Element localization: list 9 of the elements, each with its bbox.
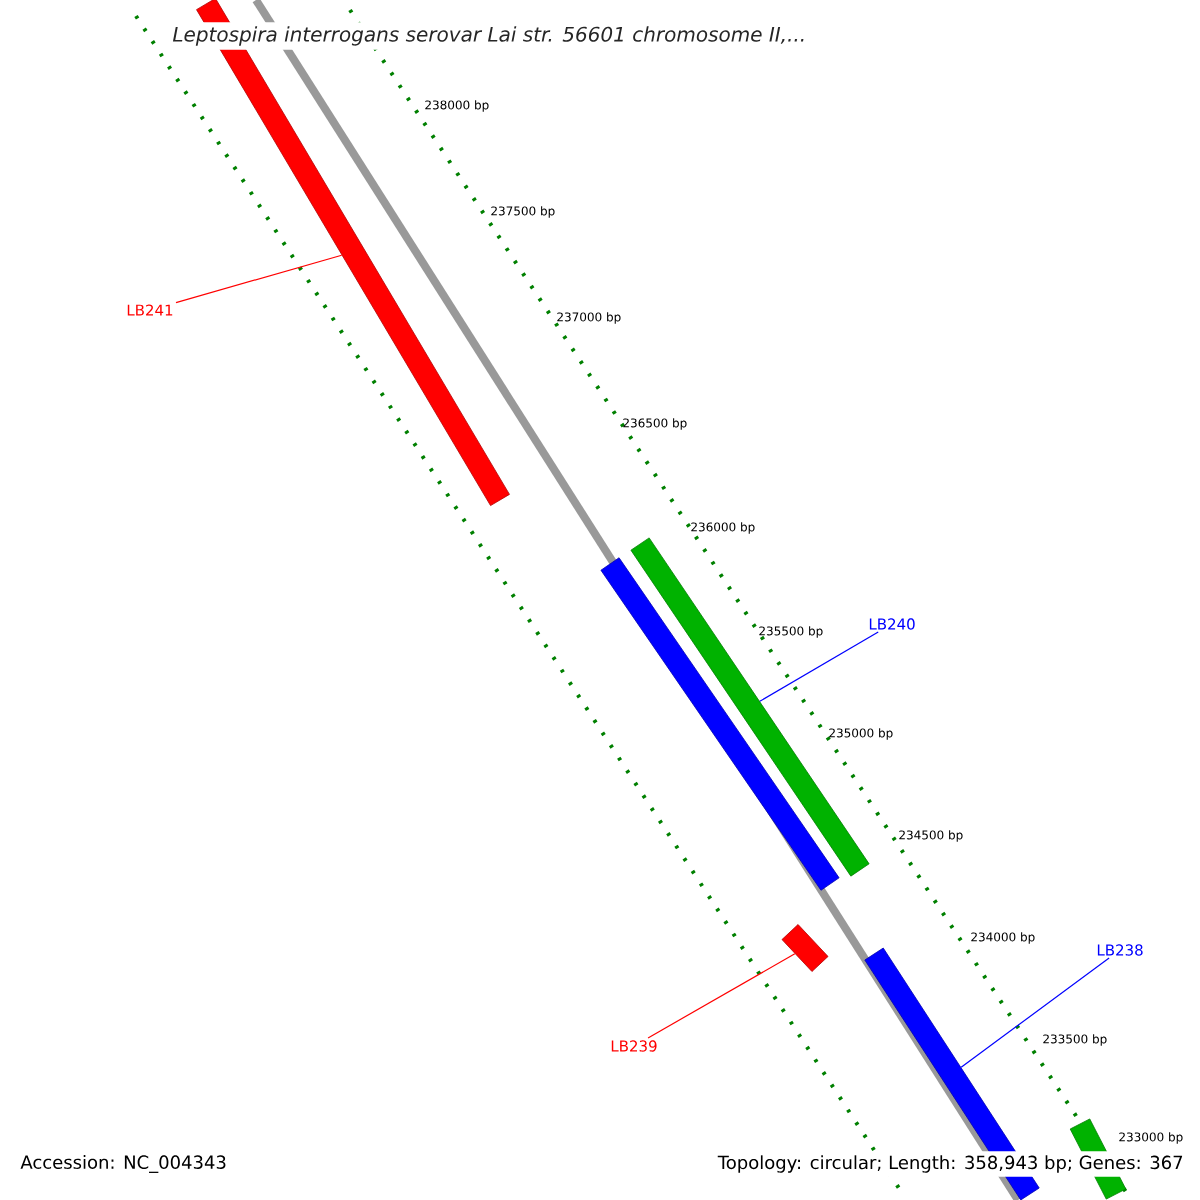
gene-bar [630, 537, 870, 877]
leader-line [960, 957, 1110, 1068]
title: Leptospira interrogans serovar Lai str. 56601 chromosome II,... [168, 22, 811, 50]
leader-line [759, 631, 879, 702]
leader-line [647, 953, 796, 1039]
info-text: Accession: NC_004343 [16, 1151, 231, 1177]
leader-line [175, 254, 343, 304]
info-text: Topology: circular; Length: 358,943 bp; Genes: 367 [713, 1151, 1188, 1177]
gene-bar [781, 924, 829, 972]
